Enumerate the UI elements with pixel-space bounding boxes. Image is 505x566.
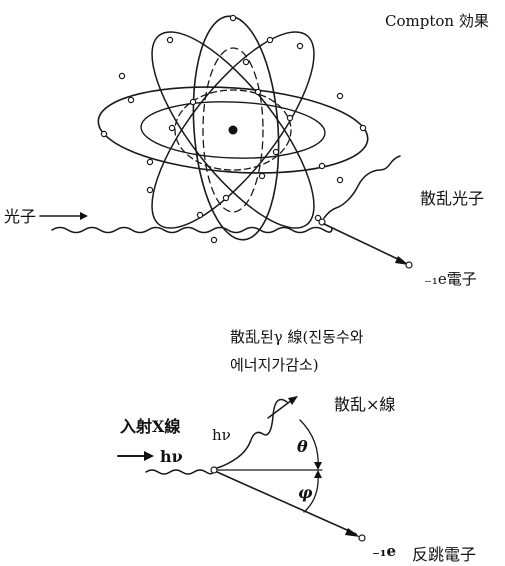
orbit-inner-ring: [174, 89, 292, 171]
scattered-arrow-line: [267, 399, 293, 419]
electron: [266, 36, 274, 44]
recoil-electron-dot: [358, 534, 366, 542]
orbit-diagonal-left: [151, 31, 315, 229]
theta-label: θ: [297, 437, 308, 456]
electron: [336, 176, 344, 184]
electron: [229, 14, 237, 22]
electron-symbol: ₋₁e: [372, 542, 396, 560]
electron: [127, 96, 135, 104]
recoil-arrow-head: [345, 528, 360, 537]
collision-point: [210, 466, 218, 474]
recoil-path: [216, 471, 357, 535]
electron: [254, 88, 262, 96]
electron: [318, 162, 326, 170]
electron: [296, 42, 304, 50]
electron: [258, 172, 266, 180]
incident-xray-label: 入射X線: [120, 417, 180, 436]
scattered-photon-label: 散乱光子: [420, 189, 484, 208]
electron: [336, 92, 344, 100]
orbit-diagonal-right: [151, 31, 315, 229]
recoil-electron-caption: 反跳電子: [412, 545, 476, 564]
scattered-photon-wave: [323, 155, 401, 219]
caption-line-1: 散乱된γ 線(진동수와: [230, 328, 364, 346]
incident-wave: [145, 469, 215, 475]
electron: [118, 72, 126, 80]
orbit-vertical-outer: [192, 15, 280, 241]
recoil-electron-label: ₋₁e電子: [424, 270, 477, 288]
phi-arc-arrow: [314, 470, 322, 478]
phi-label: φ: [298, 483, 313, 502]
electron: [168, 124, 176, 132]
incident-arrow-head: [80, 212, 88, 220]
scattered-energy-label: hν: [212, 426, 231, 444]
orbit-vertical-inner: [202, 47, 264, 213]
electron: [196, 211, 204, 219]
electron: [286, 114, 294, 122]
caption-line-2: 에너지가감소): [230, 356, 319, 374]
electron: [100, 130, 108, 138]
electron: [359, 124, 367, 132]
orbit-horizontal-inner: [140, 101, 326, 159]
recoil-electron-path: [323, 223, 405, 263]
electron: [314, 214, 322, 222]
electron: [242, 58, 250, 66]
theta-arc-arrow: [314, 462, 322, 470]
electron: [146, 186, 154, 194]
incident-hv-arrow-head: [144, 451, 154, 461]
incident-energy-label: hν: [160, 447, 183, 466]
incident-photon-label: 光子: [4, 207, 36, 226]
scattered-xray-label: 散乱×線: [334, 395, 395, 414]
nucleus: [228, 125, 238, 135]
electron: [146, 158, 154, 166]
electron: [166, 36, 174, 44]
incident-photon-wave: [51, 226, 333, 234]
electron: [189, 98, 197, 106]
electron: [272, 148, 280, 156]
scattered-arrow-head: [288, 396, 298, 405]
electron: [210, 236, 218, 244]
orbit-horizontal-outer: [97, 86, 369, 174]
compton-effect-title: Compton 効果: [385, 12, 489, 30]
scattered-wave: [216, 398, 288, 469]
electron: [222, 194, 230, 202]
atom-model: [97, 14, 369, 244]
recoil-electron-arrow: [395, 256, 409, 265]
recoil-electron: [405, 261, 413, 269]
